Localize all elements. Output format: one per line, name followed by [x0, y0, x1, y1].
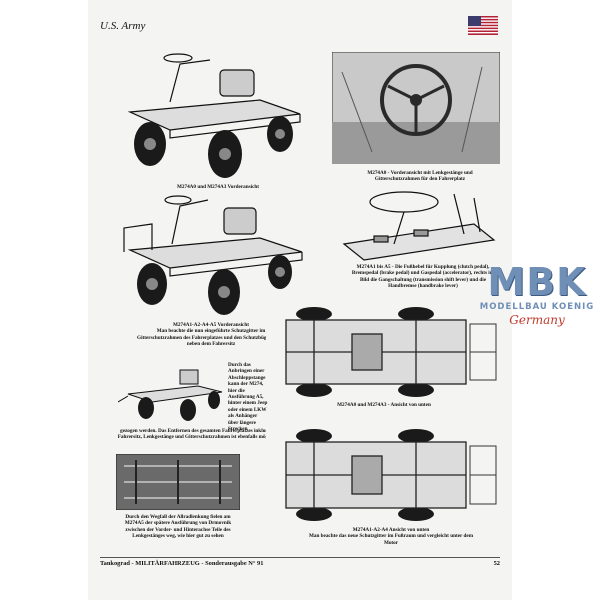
- photo-steering-wheel: [332, 52, 500, 164]
- caption-8: M274A1-A2-A4 Ansicht von unten Man beach…: [308, 527, 474, 546]
- caption-5b: gezogen werden. Das Entfernen des gesamt…: [117, 428, 277, 441]
- us-flag-icon: [468, 16, 498, 35]
- figure-underside-a0: [266, 304, 500, 400]
- page-number: 52: [493, 560, 500, 567]
- figure-underside-a1: [266, 426, 500, 524]
- mbk-logo: MBK MODELLBAU KOENIG Germany: [478, 262, 596, 327]
- caption-7: Durch den Wegfall der Allradlenkung fiel…: [124, 514, 232, 540]
- caption-5: Durch das Anbringen einer Abschleppstang…: [228, 362, 268, 433]
- logo-main-text: MBK: [487, 260, 587, 304]
- footer-title: Tankograd - MILITÄRFAHRZEUG - Sonderausg…: [100, 560, 264, 567]
- caption-3: M274A1-A2-A4-A5 Vorderansicht Man beacht…: [137, 322, 285, 348]
- caption-6: M274A0 und M274A3 - Ansicht von unten: [337, 402, 431, 408]
- figure-m274a1-front: [112, 192, 320, 318]
- figure-pedals: [334, 184, 502, 262]
- caption-1: M274A0 und M274A3 Vorderansicht: [177, 184, 259, 190]
- figure-towed: [118, 362, 228, 424]
- page-header-title: U.S. Army: [100, 20, 146, 32]
- page-footer: Tankograd - MILITÄRFAHRZEUG - Sonderausg…: [100, 557, 500, 567]
- logo-script-text: Germany: [509, 313, 565, 327]
- photo-chassis: [116, 454, 240, 510]
- caption-2: M274A0 - Vorderansicht mit Lenkgestänge …: [367, 170, 473, 183]
- book-page: U.S. Army M274A0: [88, 0, 512, 600]
- logo-sub-text: MODELLBAU KOENIG: [479, 302, 595, 312]
- caption-4: M274A1 bis A5 - Die Fußhebel für Kupplun…: [351, 264, 495, 290]
- figure-m274-front: [110, 42, 320, 182]
